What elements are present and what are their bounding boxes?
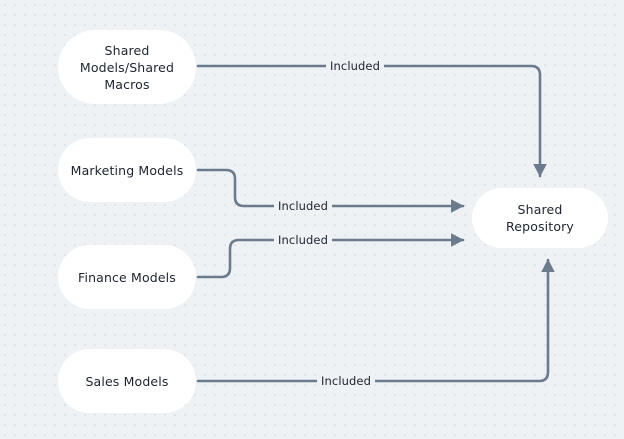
edge-label-shared-models: Included [326, 58, 384, 74]
node-marketing-models-label: Marketing Models [70, 162, 184, 178]
node-finance-models[interactable]: Finance Models [58, 245, 196, 309]
node-shared-repository-label: Shared Repository [506, 202, 574, 234]
edge-path-finance-models [196, 233, 465, 279]
edge-label-marketing-models: Included [274, 198, 332, 214]
edge-label-finance-models: Included [274, 232, 332, 248]
node-sales-models-label: Sales Models [85, 373, 169, 389]
node-shared-models[interactable]: Shared Models/Shared Macros [58, 30, 196, 104]
node-finance-models-label: Finance Models [78, 269, 176, 285]
node-sales-models[interactable]: Sales Models [58, 349, 196, 413]
edge-path-marketing-models [196, 168, 465, 213]
edge-path-shared-models [196, 64, 547, 178]
node-shared-models-label: Shared Models/Shared Macros [79, 42, 175, 92]
edge-label-sales-models: Included [317, 373, 375, 389]
edge-path-sales-models [196, 258, 555, 383]
node-marketing-models[interactable]: Marketing Models [58, 138, 196, 202]
node-shared-repository[interactable]: Shared Repository [472, 188, 608, 248]
